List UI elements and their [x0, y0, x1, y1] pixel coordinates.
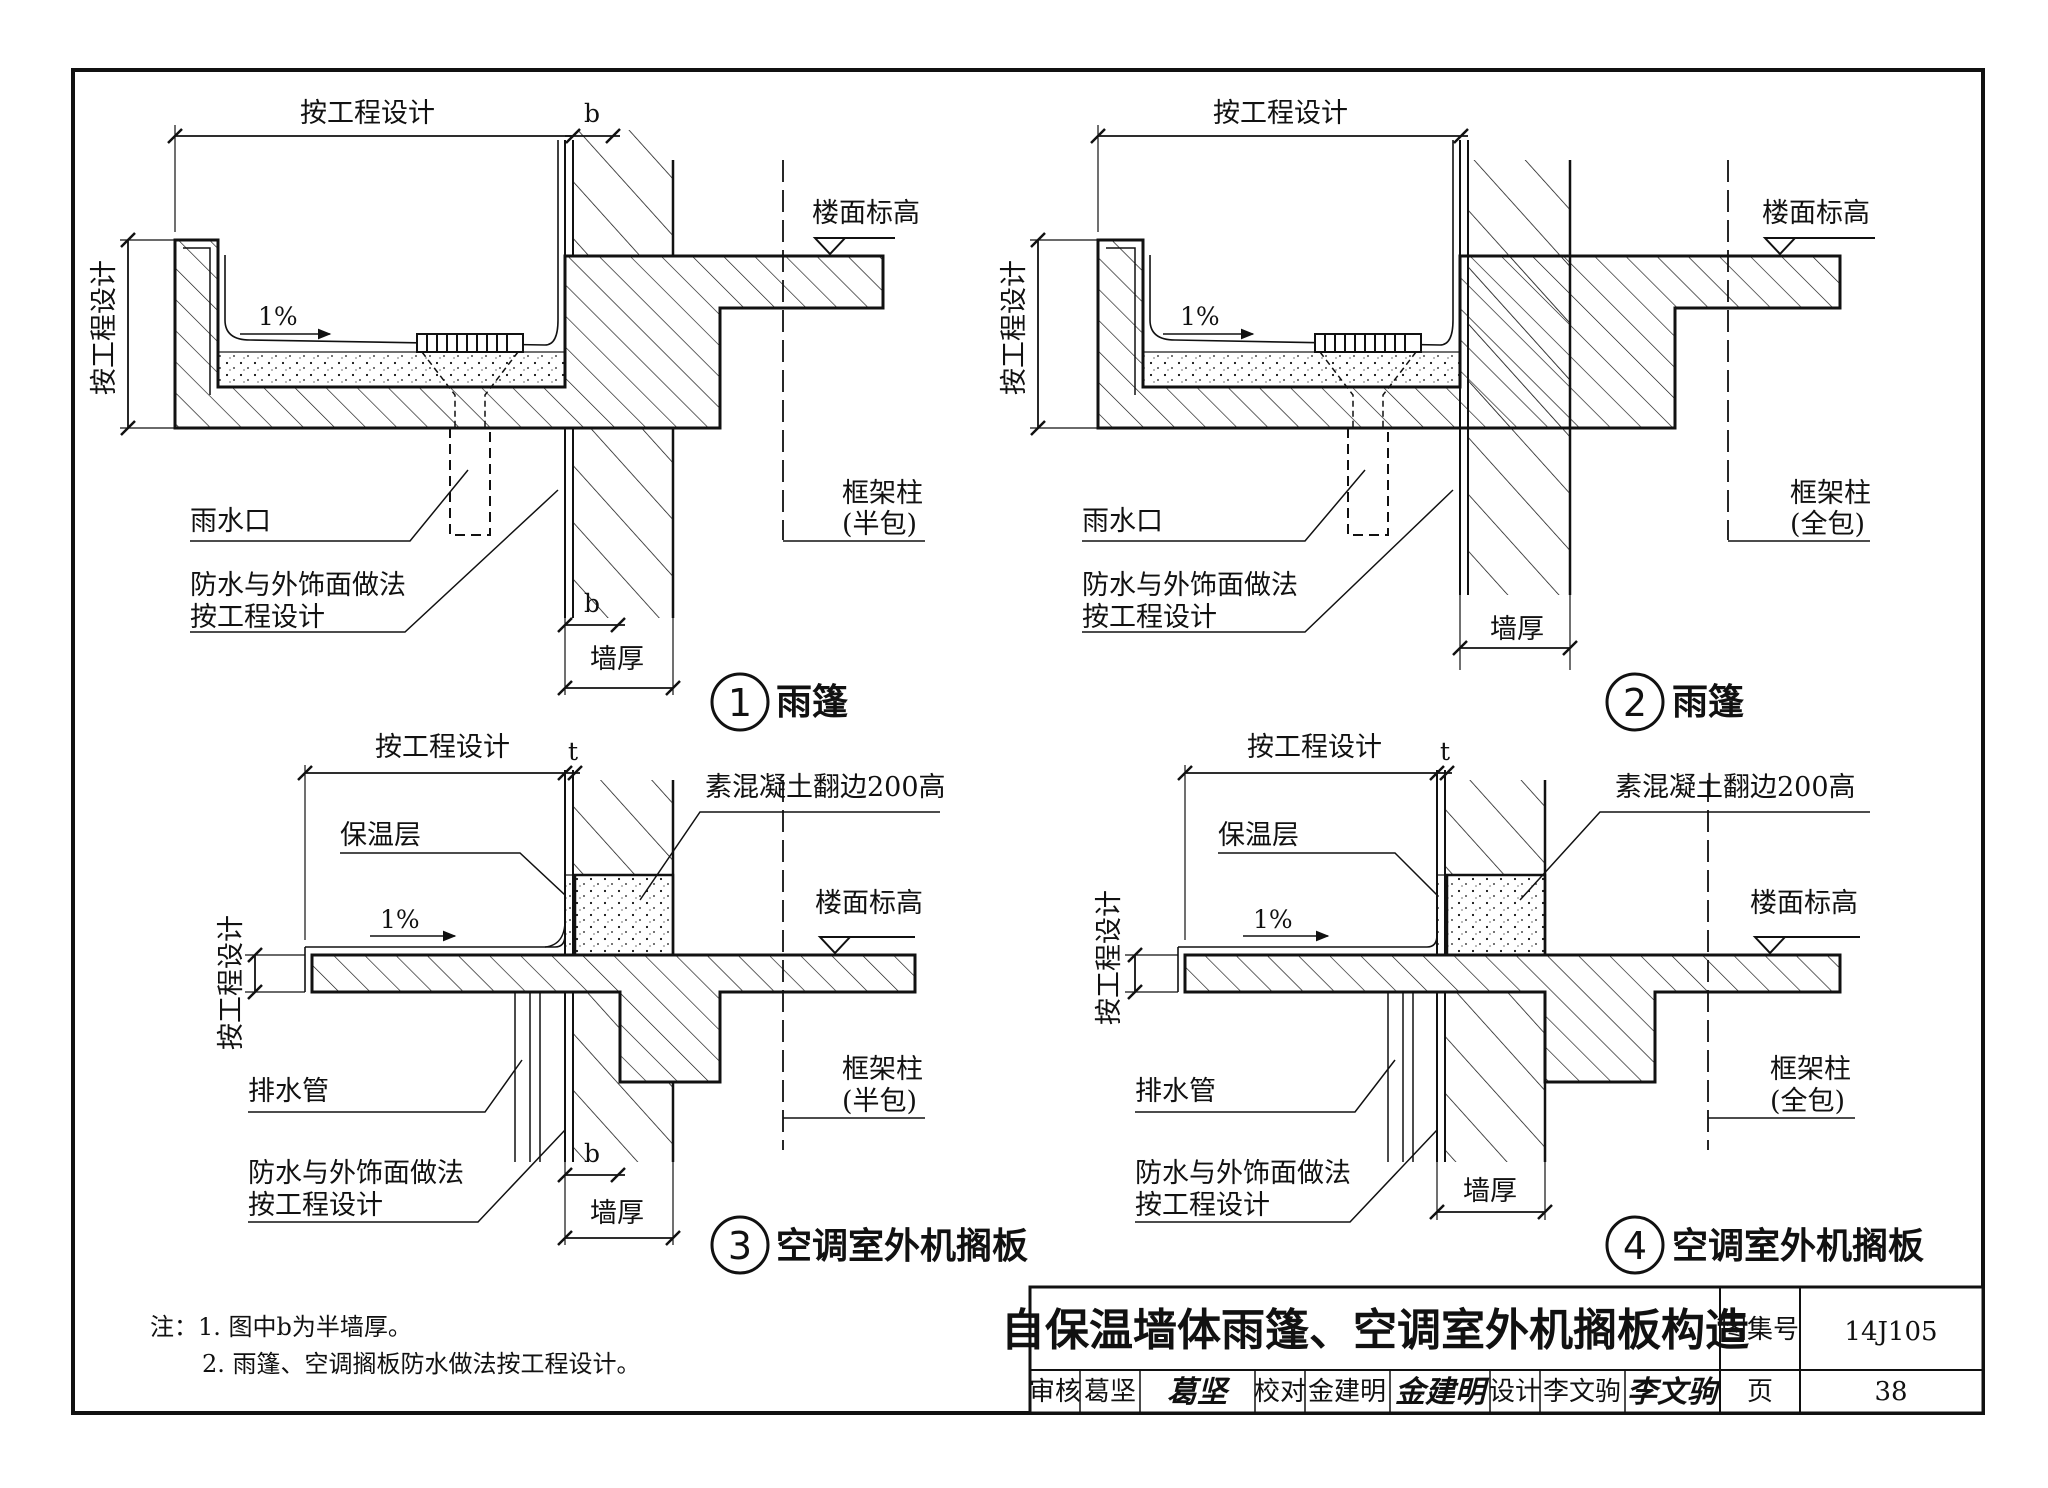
detail-caption: 空调室外机搁板	[776, 1226, 1028, 1267]
detail-number-circle	[710, 1215, 770, 1275]
title-block: 自保温墙体雨篷、空调室外机搁板构造 图集号 14J105 审核 葛坚 葛坚 校对…	[1001, 1285, 1985, 1415]
t-dim-label: t	[568, 737, 578, 766]
height-dim-label: 按工程设计	[999, 260, 1030, 395]
detail-number: 2	[1623, 681, 1647, 725]
atlas-number: 14J105	[1844, 1317, 1937, 1347]
width-dim-label: 按工程设计	[300, 98, 435, 129]
wall-thickness-label: 墙厚	[590, 644, 644, 675]
detail-3: 1% 楼面标高 按工程设计 t 按工程设计 b 墙厚 保温层	[216, 732, 1028, 1275]
checker-signature: 金建明	[1395, 1375, 1490, 1410]
insulation-label: 保温层	[340, 820, 421, 851]
waterproof-label-1: 防水与外饰面做法	[1082, 570, 1298, 601]
detail-caption: 雨篷	[776, 682, 848, 723]
floor-elevation-label: 楼面标高	[1750, 888, 1858, 919]
height-dim-label: 按工程设计	[89, 260, 120, 395]
page-label: 页	[1747, 1377, 1773, 1407]
wall-lower	[1445, 992, 1545, 1162]
detail-number: 4	[1623, 1224, 1647, 1268]
floor-elevation-label: 楼面标高	[812, 198, 920, 229]
rain-outlet-label: 雨水口	[1082, 506, 1163, 537]
wall-upper	[1445, 780, 1545, 875]
waterproof-label-2: 按工程设计	[248, 1190, 383, 1221]
frame-column-label: 框架柱	[1770, 1054, 1851, 1085]
floor-elevation-label: 楼面标高	[815, 888, 923, 919]
width-dim-label: 按工程设计	[375, 732, 510, 763]
slope-label: 1%	[1180, 302, 1220, 331]
insulation-label: 保温层	[1218, 820, 1299, 851]
detail-2: 1% 楼面标高 按工程设计 按工程设计 墙厚 雨水口 防水与	[999, 98, 1875, 732]
slope-label: 1%	[380, 905, 420, 934]
shelf-slab	[310, 953, 917, 1084]
detail-number-circle	[710, 672, 770, 732]
wall-lower	[573, 1082, 673, 1162]
designer-name: 李文驹	[1543, 1377, 1621, 1407]
designer-signature: 李文驹	[1627, 1375, 1721, 1410]
detail-number: 3	[728, 1224, 752, 1268]
detail-number: 1	[728, 681, 752, 725]
sheet-frame	[71, 68, 1985, 1415]
drawing-title: 自保温墙体雨篷、空调室外机搁板构造	[1001, 1305, 1749, 1356]
concrete-curb	[1445, 873, 1547, 957]
height-dim-label: 按工程设计	[216, 915, 247, 1050]
b-dim-label: b	[584, 99, 600, 128]
waterproof-label-1: 防水与外饰面做法	[1135, 1158, 1351, 1189]
review-label: 审核	[1029, 1377, 1081, 1407]
wall-lower	[573, 428, 673, 618]
reviewer-signature: 葛坚	[1167, 1375, 1231, 1410]
detail-number-circle	[1605, 672, 1665, 732]
frame-column-label: 框架柱	[842, 478, 923, 509]
half-wrap-label: (半包)	[842, 1086, 917, 1117]
wall-thickness-label: 墙厚	[1463, 1176, 1517, 1207]
note-1: 注：1. 图中b为半墙厚。	[150, 1313, 412, 1341]
wall-thickness-label: 墙厚	[590, 1198, 644, 1229]
drain-pipe-label: 排水管	[1135, 1076, 1216, 1107]
rain-outlet-label: 雨水口	[190, 506, 271, 537]
wall-upper	[573, 780, 673, 875]
t-dim-label: t	[1440, 737, 1450, 766]
screed-layer	[1142, 351, 1461, 388]
wall-thickness-label: 墙厚	[1490, 614, 1544, 645]
b-dim-label-bottom: b	[584, 589, 600, 618]
detail-1: 1% 楼面标高 按工程设计 b 按工程设计	[89, 98, 925, 732]
design-label: 设计	[1489, 1377, 1541, 1407]
waterproof-label-2: 按工程设计	[1082, 602, 1217, 633]
detail-caption: 雨篷	[1672, 682, 1744, 723]
check-label: 校对	[1254, 1377, 1306, 1407]
concrete-curb	[573, 873, 675, 957]
insulation-layer	[564, 874, 576, 956]
width-dim-label: 按工程设计	[1247, 732, 1382, 763]
insulation-layer	[1436, 874, 1448, 956]
frame-column-label: 框架柱	[842, 1054, 923, 1085]
b-dim-label-bottom: b	[584, 1139, 600, 1168]
reviewer-name: 葛坚	[1084, 1377, 1136, 1407]
waterproof-label-1: 防水与外饰面做法	[248, 1158, 464, 1189]
floor-elevation-label: 楼面标高	[1762, 198, 1870, 229]
curb-label: 素混凝土翻边200高	[705, 772, 946, 803]
note-2: 2. 雨篷、空调搁板防水做法按工程设计。	[202, 1350, 641, 1378]
slope-label: 1%	[258, 302, 298, 331]
detail-4: 1% 楼面标高 按工程设计 t 按工程设计 墙厚 保温层 素混凝土翻边200高 …	[1094, 732, 1924, 1275]
width-dim-label: 按工程设计	[1213, 98, 1348, 129]
curb-label: 素混凝土翻边200高	[1615, 772, 1856, 803]
detail-number-circle	[1605, 1215, 1665, 1275]
wall-upper	[573, 130, 673, 256]
half-wrap-label: (半包)	[842, 509, 917, 540]
shelf-slab	[1183, 953, 1842, 1084]
waterproof-label-2: 按工程设计	[190, 602, 325, 633]
page-number: 38	[1874, 1377, 1907, 1407]
frame-column-label: 框架柱	[1790, 478, 1871, 509]
atlas-label: 图集号	[1721, 1315, 1799, 1345]
checker-name: 金建明	[1308, 1377, 1386, 1407]
slope-label: 1%	[1253, 905, 1293, 934]
screed-layer	[217, 351, 566, 388]
waterproof-label-1: 防水与外饰面做法	[190, 570, 406, 601]
detail-caption: 空调室外机搁板	[1672, 1226, 1924, 1267]
drain-pipe-label: 排水管	[248, 1076, 329, 1107]
waterproof-label-2: 按工程设计	[1135, 1190, 1270, 1221]
height-dim-label: 按工程设计	[1094, 890, 1125, 1025]
notes: 注：1. 图中b为半墙厚。 2. 雨篷、空调搁板防水做法按工程设计。	[150, 1313, 641, 1378]
full-wrap-label: (全包)	[1790, 509, 1865, 540]
full-wrap-label: (全包)	[1770, 1086, 1845, 1117]
